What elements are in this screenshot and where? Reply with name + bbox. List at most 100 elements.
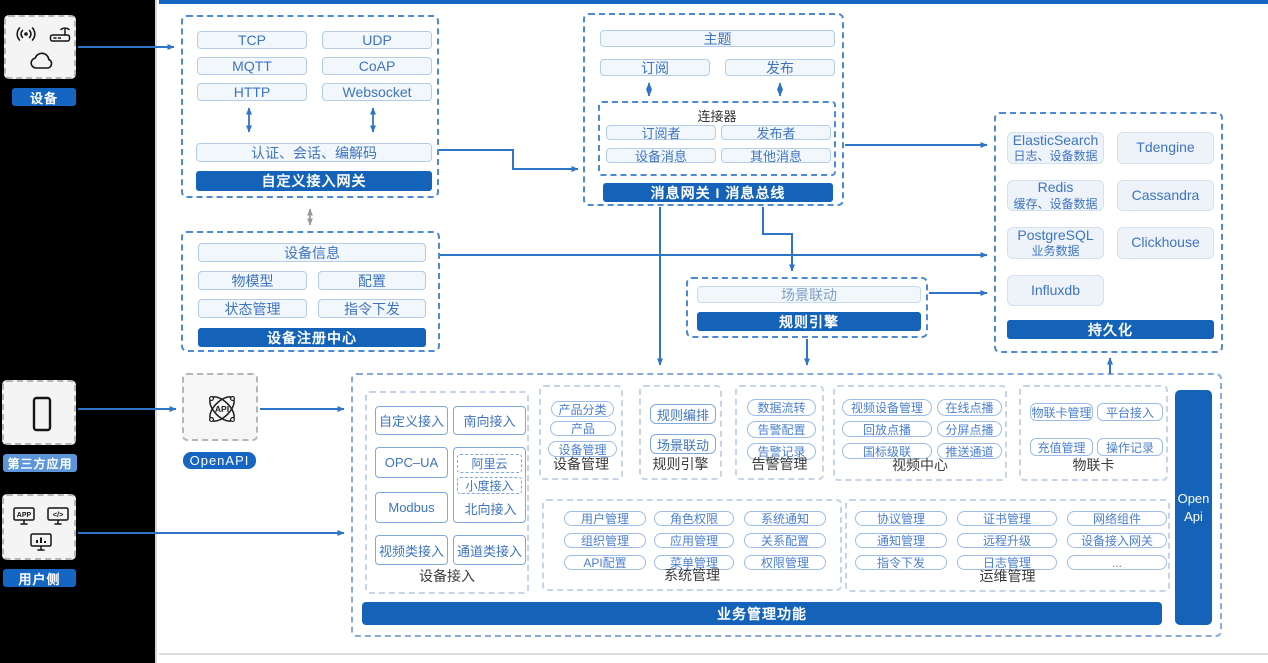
subscribe-node: 订阅 xyxy=(600,59,710,76)
pill-item: 菜单管理 xyxy=(654,555,734,570)
registry-node: 物模型 xyxy=(198,271,307,290)
session-codec-node: 认证、会话、编解码 xyxy=(196,143,432,162)
pill-item: 系统通知 xyxy=(744,511,826,526)
north-label: 北向接入 xyxy=(464,502,517,517)
pill-item: 在线点播 xyxy=(937,399,1002,416)
protocol-node: TCP xyxy=(197,31,307,49)
store-name: Redis xyxy=(1037,179,1074,196)
business-box: 自定义接入 南向接入 OPC–UA 阿里云 小度接入 北向接入 Modbus 视… xyxy=(351,373,1222,637)
protocol-node: MQTT xyxy=(197,57,307,75)
section-title: 物联卡 xyxy=(1072,457,1115,473)
bottom-frame-line xyxy=(159,653,1268,655)
north-sub-node: 小度接入 xyxy=(457,477,522,494)
ops-mgmt-section: 协议管理 证书管理 网络组件 通知管理 远程升级 设备接入网关 指令下发 日志管… xyxy=(845,499,1170,592)
protocol-node: Websocket xyxy=(322,83,432,101)
iot-card-section: 物联卡管理 平台接入 充值管理 操作记录 物联卡 xyxy=(1019,385,1168,481)
section-title: 设备接入 xyxy=(419,568,475,584)
section-title: 运维管理 xyxy=(979,568,1036,584)
svg-text:API: API xyxy=(215,404,229,414)
connector-node: 发布者 xyxy=(721,125,831,141)
pill-item: 权限管理 xyxy=(744,555,826,570)
protocol-node: HTTP xyxy=(197,83,307,101)
app-monitor-icon: APP xyxy=(12,506,36,526)
connector-node: 其他消息 xyxy=(721,148,831,164)
pill-item: 国标级联 xyxy=(842,443,932,459)
message-gateway-box: 主题 订阅 发布 连接器 订阅者 发布者 设备消息 其他消息 消息网关 I 消息… xyxy=(583,13,844,206)
pill-item: 数据流转 xyxy=(747,399,816,416)
pill-item: 回放点播 xyxy=(842,421,932,437)
api-atom-icon: API xyxy=(201,388,243,430)
pill-item: 协议管理 xyxy=(855,511,947,526)
top-accent-line xyxy=(159,0,1268,4)
registry-node: 指令下发 xyxy=(318,299,426,318)
north-sub-node: 阿里云 xyxy=(457,454,522,473)
connector-box: 连接器 订阅者 发布者 设备消息 其他消息 xyxy=(598,101,836,176)
store-name: Influxdb xyxy=(1030,281,1081,298)
connector-node: 设备消息 xyxy=(606,148,716,164)
store-name: Clickhouse xyxy=(1131,234,1200,251)
store-node: Clickhouse xyxy=(1117,227,1214,259)
pill-item: 告警记录 xyxy=(747,443,816,460)
rule-engine-title-bar: 规则引擎 xyxy=(697,312,921,331)
pill-item: 平台接入 xyxy=(1097,403,1163,421)
custom-gateway-box: TCP UDP MQTT CoAP HTTP Websocket 认证、会话、编… xyxy=(181,15,439,198)
pill-item: 告警配置 xyxy=(747,421,816,438)
topic-node: 主题 xyxy=(600,30,835,47)
third-party-icons-box xyxy=(2,380,76,445)
store-name: Cassandra xyxy=(1131,186,1200,203)
store-name: PostgreSQL xyxy=(1017,226,1094,243)
pill-item: 关系配置 xyxy=(744,533,826,548)
pill-item: 视频设备管理 xyxy=(842,399,932,416)
pill-item: 组织管理 xyxy=(564,533,646,548)
access-node: 视频类接入 xyxy=(375,535,448,565)
section-title: 告警管理 xyxy=(751,456,808,472)
access-node: 自定义接入 xyxy=(375,406,448,435)
store-node: Cassandra xyxy=(1117,180,1214,211)
device-label: 设备 xyxy=(12,88,76,106)
store-node: Influxdb xyxy=(1007,275,1104,306)
pill-item: 操作记录 xyxy=(1097,438,1163,456)
pill-item: 产品分类 xyxy=(551,401,614,417)
user-side-icons-box: APP </> xyxy=(2,494,76,560)
pill-item: 日志管理 xyxy=(957,555,1057,570)
rule-engine-section: 规则编排 场景联动 规则引擎 xyxy=(639,385,722,480)
registry-node: 配置 xyxy=(318,271,426,290)
chart-monitor-icon xyxy=(29,532,53,552)
scene-linkage-node: 场景联动 xyxy=(697,286,921,303)
northbound-access-node: 阿里云 小度接入 北向接入 xyxy=(453,447,526,523)
pill-item: 设备管理 xyxy=(548,441,617,457)
protocol-node: CoAP xyxy=(322,57,432,75)
connector-node: 订阅者 xyxy=(606,125,716,141)
device-icons-box xyxy=(4,15,76,79)
message-gateway-title-bar: 消息网关 I 消息总线 xyxy=(603,183,833,202)
router-icon xyxy=(48,25,72,43)
pill-item: 远程升级 xyxy=(957,533,1057,548)
store-name: Tdengine xyxy=(1136,139,1195,156)
video-center-section: 视频设备管理 在线点播 回放点播 分屏点播 国标级联 推送通道 视频中心 xyxy=(833,385,1007,481)
store-sub: 日志、设备数据 xyxy=(1013,149,1098,164)
section-title: 设备管理 xyxy=(553,456,609,472)
svg-text:</>: </> xyxy=(53,510,64,519)
pill-item: 推送通道 xyxy=(937,443,1002,459)
store-sub: 缓存、设备数据 xyxy=(1013,196,1098,211)
device-mgmt-section: 产品分类 产品 设备管理 设备管理 xyxy=(539,385,623,480)
rule-engine-box: 场景联动 规则引擎 xyxy=(686,277,928,338)
device-access-section: 自定义接入 南向接入 OPC–UA 阿里云 小度接入 北向接入 Modbus 视… xyxy=(365,391,529,594)
section-title: 视频中心 xyxy=(892,457,948,473)
access-node: 南向接入 xyxy=(453,406,526,435)
broadcast-icon xyxy=(14,26,38,42)
pill-item: 充值管理 xyxy=(1030,438,1093,456)
store-sub: 业务数据 xyxy=(1031,244,1080,259)
openapi-icon-box: API xyxy=(182,373,258,441)
phone-icon xyxy=(31,396,53,432)
access-node: 通道类接入 xyxy=(453,535,526,565)
pill-item: 角色权限 xyxy=(654,511,734,526)
rule-node: 场景联动 xyxy=(650,434,716,454)
system-mgmt-section: 用户管理 角色权限 系统通知 组织管理 应用管理 关系配置 API配置 菜单管理… xyxy=(542,499,842,591)
pill-item: 分屏点播 xyxy=(937,421,1002,437)
alarm-mgmt-section: 数据流转 告警配置 告警记录 告警管理 xyxy=(735,385,824,480)
